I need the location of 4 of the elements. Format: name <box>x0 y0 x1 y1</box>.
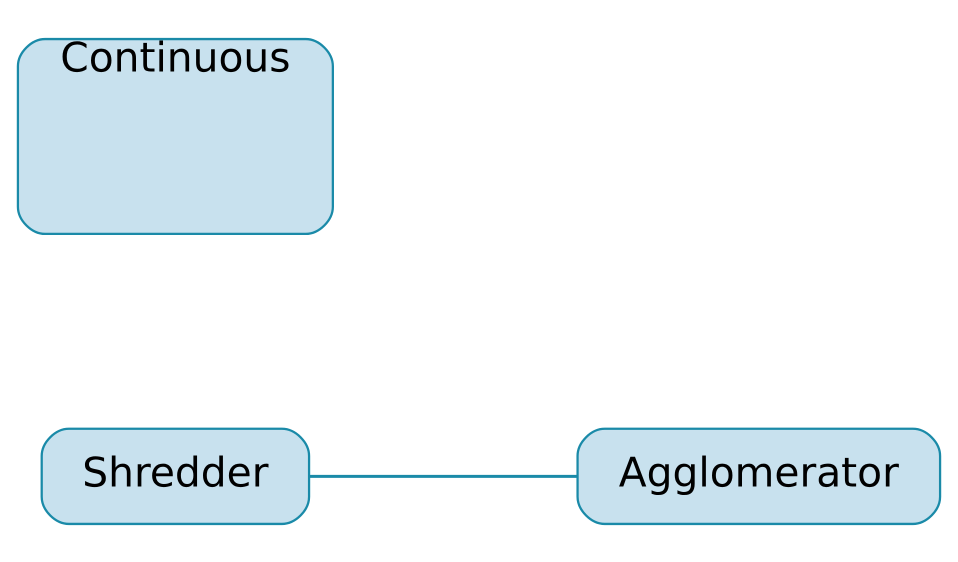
node-box: Shredder <box>40 427 310 525</box>
node-box: Agglomerator <box>576 427 942 525</box>
node-box: Continuous <box>16 37 334 235</box>
connector <box>310 474 577 478</box>
